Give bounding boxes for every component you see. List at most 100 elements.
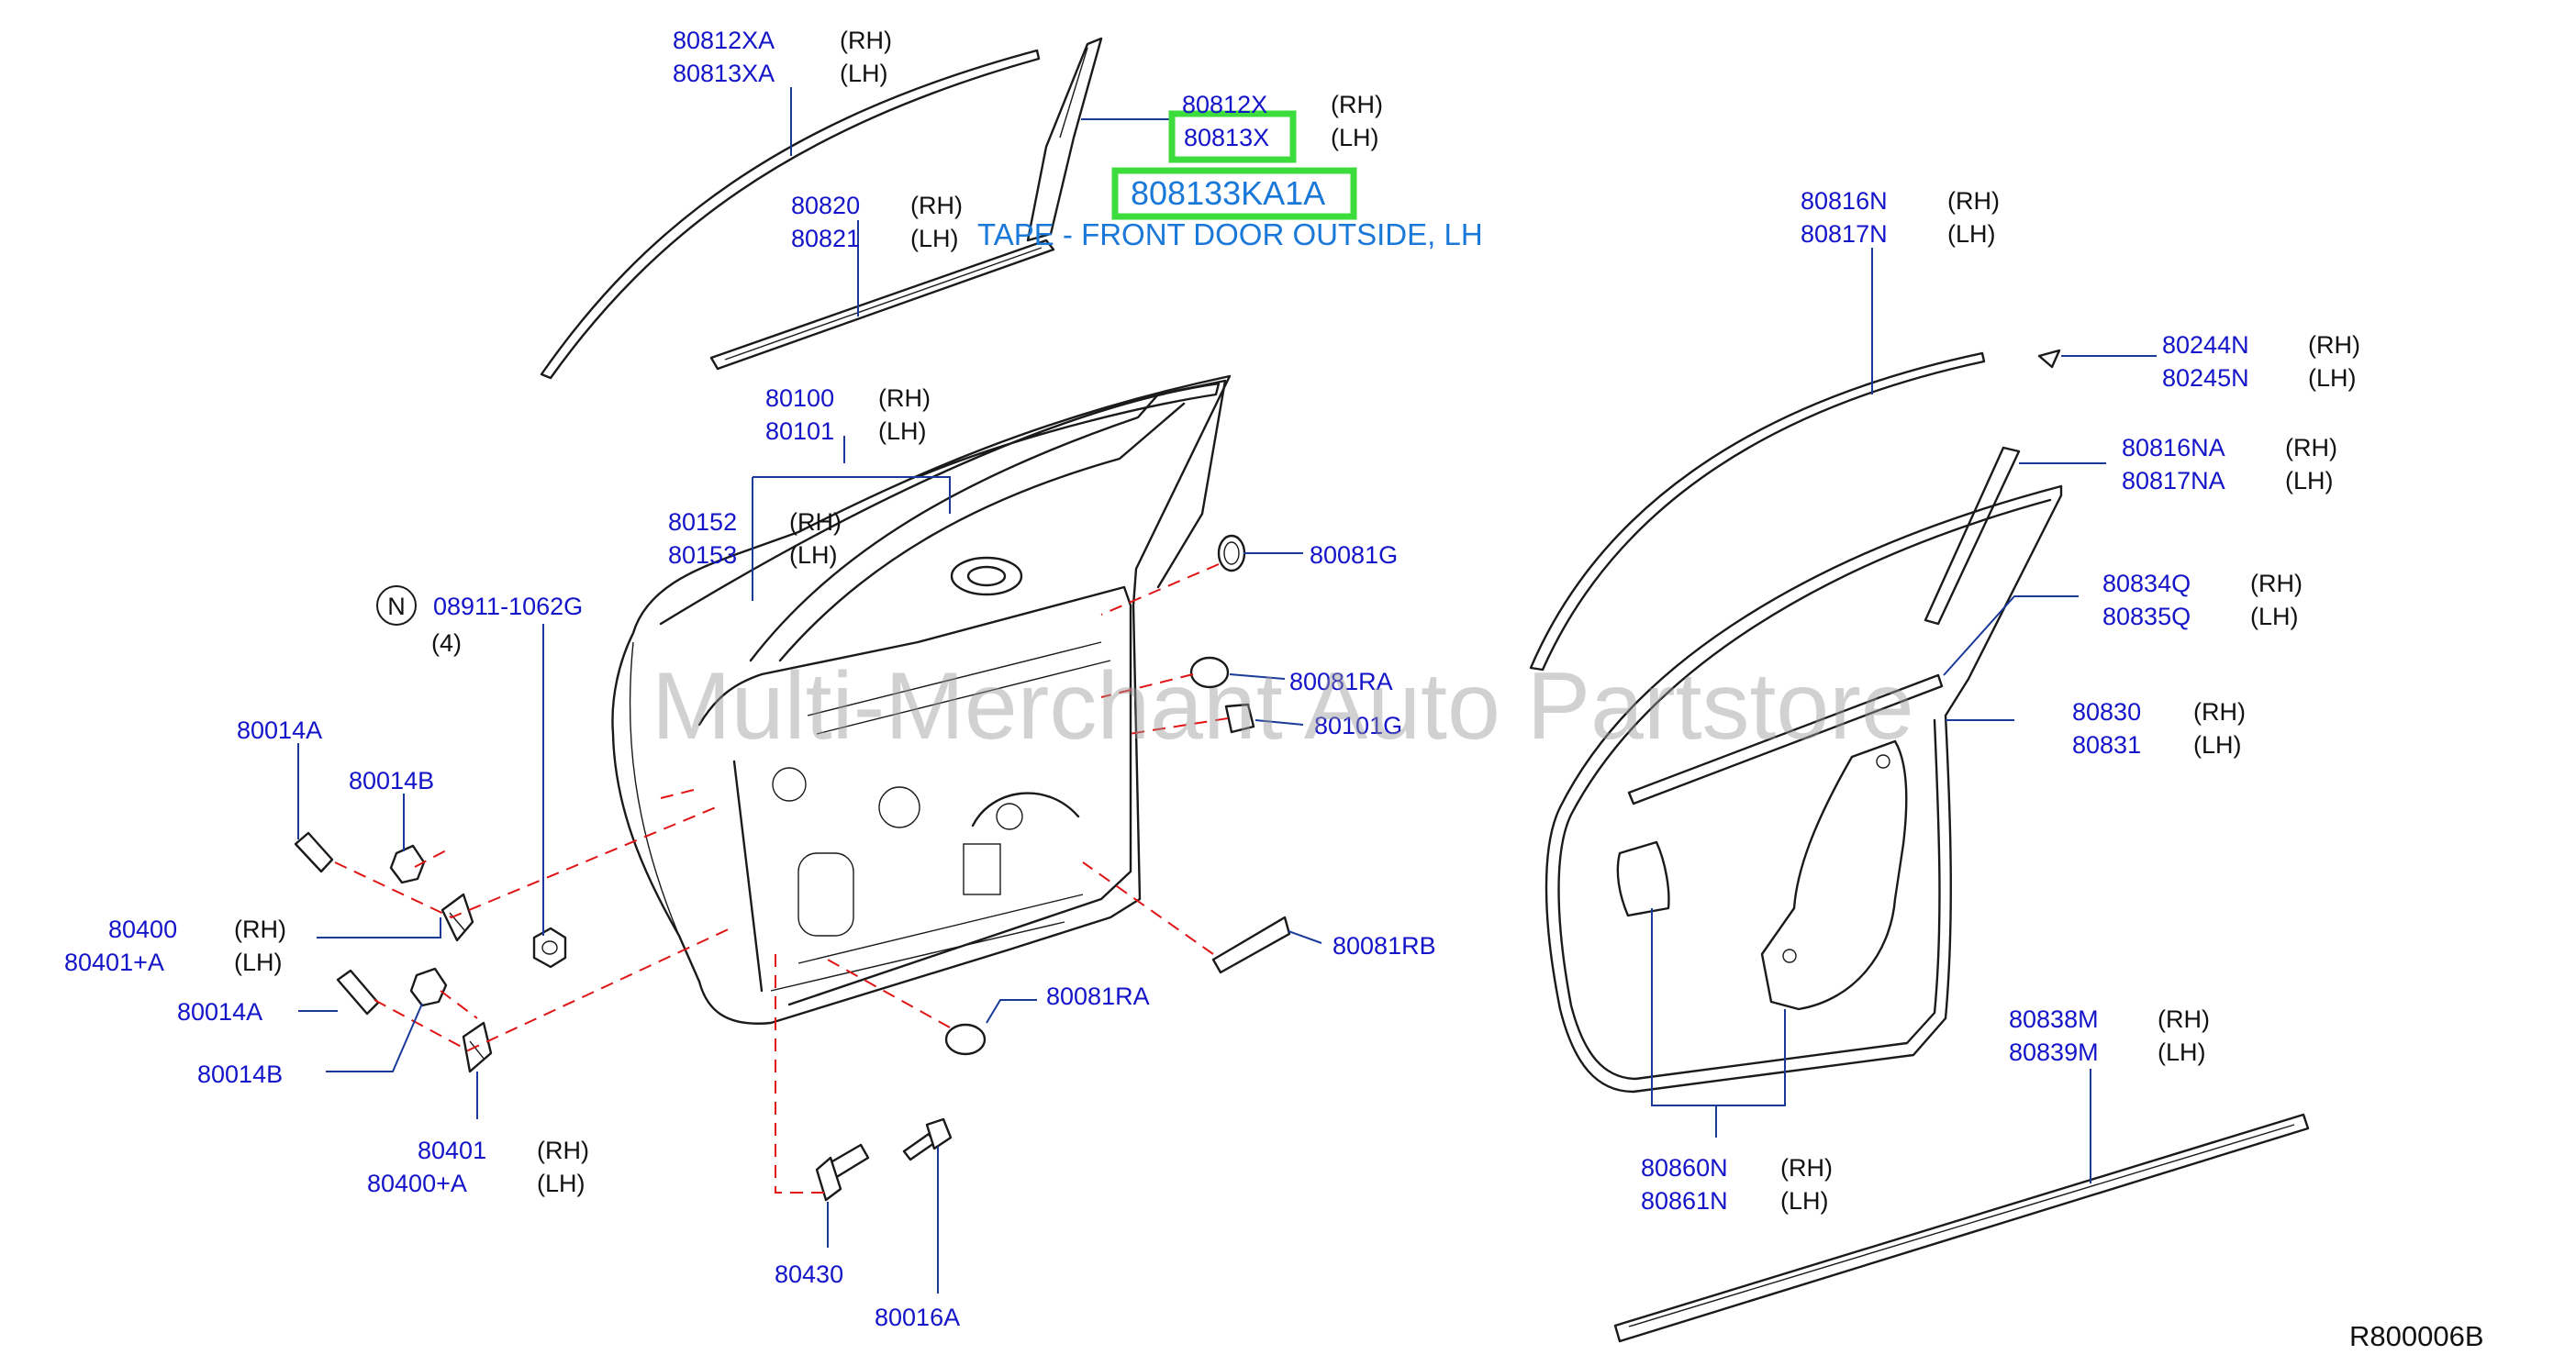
part-number-80839m[interactable]: 80839M [2009,1038,2099,1066]
callout-80016a[interactable]: 80016A [875,1304,960,1331]
part-number-80016a[interactable]: 80016A [875,1304,960,1331]
side-label-80812xa: (RH) [840,27,892,54]
part-number-80830[interactable]: 80830 [2072,698,2141,726]
part-number-80081ra-bot[interactable]: 80081RA [1046,983,1150,1010]
callout-80835q[interactable]: 80835Q(LH) [2102,603,2299,630]
part-number-80816n[interactable]: 80816N [1801,187,1888,215]
side-label-80834q: (RH) [2250,570,2303,597]
part-number-80014a-top[interactable]: 80014A [237,716,322,744]
part-number-80813x[interactable]: 80813X [1184,124,1269,151]
sash-moulding-80816na-part [1924,446,2021,626]
part-number-80860n[interactable]: 80860N [1641,1154,1728,1182]
part-number-80014b-top[interactable]: 80014B [349,767,434,794]
part-number-80835q[interactable]: 80835Q [2102,603,2191,630]
side-label-80152: (RH) [789,508,842,536]
callout-80817n[interactable]: 80817N(LH) [1801,220,1996,248]
callout-80081ra-top[interactable]: 80081RA [1289,668,1393,695]
callout-80014b-top[interactable]: 80014B [349,767,434,794]
callout-80830[interactable]: 80830(RH) [2072,698,2246,726]
part-number-80014b-bot[interactable]: 80014B [197,1061,283,1088]
callout-80816n[interactable]: 80816N(RH) [1801,187,2000,215]
callout-80081rb[interactable]: 80081RB [1333,932,1436,960]
callout-80813xa[interactable]: 80813XA (LH) [673,60,888,87]
callout-80245n[interactable]: 80245N(LH) [2162,364,2357,392]
callout-80401a[interactable]: 80401+A(LH) [64,949,283,976]
part-number-80101g[interactable]: 80101G [1314,712,1402,739]
callout-80821[interactable]: 80821(LH) [791,225,959,252]
part-number-80817n[interactable]: 80817N [1801,220,1888,248]
callout-80400a[interactable]: 80400+A(LH) [367,1170,585,1197]
callout-80430[interactable]: 80430 [775,1260,843,1288]
part-number-80812xa[interactable]: 80812XA [673,27,775,54]
part-number-80834q[interactable]: 80834Q [2102,570,2191,597]
part-number-80014a-bot[interactable]: 80014A [177,998,262,1026]
inner-belt-weatherstrip-part [709,239,1055,371]
part-number-80081rb[interactable]: 80081RB [1333,932,1436,960]
side-label-80812x: (RH) [1331,91,1383,118]
callout-80101[interactable]: 80101(LH) [765,417,927,445]
part-number-80152[interactable]: 80152 [668,508,737,536]
callout-80813x[interactable]: 80813X (LH) [1184,124,1379,151]
callout-80860n[interactable]: 80860N(RH) [1641,1154,1833,1182]
callout-80834q[interactable]: 80834Q (RH) [2102,570,2303,597]
part-number-80400[interactable]: 80400 [108,916,177,943]
side-label-80813x: (LH) [1331,124,1379,151]
side-label-80820: (RH) [910,192,963,219]
callout-80081ra-bot[interactable]: 80081RA [1046,983,1150,1010]
highlight-part-number[interactable]: 808133KA1A [1131,174,1325,212]
part-callouts: 80812XA (RH) 80813XA (LH) 80812X (RH) 80813X (L… [64,27,2360,1331]
circle-n-label: N [387,593,406,620]
callout-80831[interactable]: 80831(LH) [2072,731,2242,759]
part-number-80816na[interactable]: 80816NA [2122,434,2225,461]
callout-80014b-bot[interactable]: 80014B [197,1061,283,1088]
callout-80861n[interactable]: 80861N(LH) [1641,1187,1829,1215]
callout-80014a-top[interactable]: 80014A [237,716,322,744]
part-number-80244n[interactable]: 80244N [2162,331,2249,359]
callout-80400[interactable]: 80400(RH) [108,916,286,943]
part-number-80838m[interactable]: 80838M [2009,1005,2099,1033]
callout-80101g[interactable]: 80101G [1314,712,1402,739]
part-number-80401a[interactable]: 80401+A [64,949,164,976]
door-check-part [815,1143,870,1202]
plug-80081ra-bottom-part [944,1023,987,1056]
part-number-80401[interactable]: 80401 [418,1137,486,1164]
callout-80401[interactable]: 80401(RH) [418,1137,589,1164]
callout-80812xa[interactable]: 80812XA (RH) [673,27,892,54]
sealing-screen-80860n-part [1616,739,1908,1011]
part-number-80081g[interactable]: 80081G [1310,541,1398,569]
channel-80834q-part [1627,673,1944,805]
part-number-80820[interactable]: 80820 [791,192,860,219]
hinge-bolt-upper-part [294,831,426,884]
part-number-80153[interactable]: 80153 [668,541,737,569]
callout-80153[interactable]: 80153(LH) [668,541,838,569]
part-number-80821[interactable]: 80821 [791,225,860,252]
part-number-80831[interactable]: 80831 [2072,731,2141,759]
part-number-80081ra-top[interactable]: 80081RA [1289,668,1393,695]
part-number-08911[interactable]: 08911-1062G [433,593,583,620]
callout-80081g[interactable]: 80081G [1310,541,1398,569]
callout-80817na[interactable]: 80817NA(LH) [2122,467,2334,494]
side-label-80813xa: (LH) [840,60,888,87]
callout-80014a-bot[interactable]: 80014A [177,998,262,1026]
part-number-80100[interactable]: 80100 [765,384,834,412]
callout-80100[interactable]: 80100(RH) [765,384,931,412]
leader-lines [297,87,2157,1294]
part-number-80861n[interactable]: 80861N [1641,1187,1728,1215]
callout-80152[interactable]: 80152 (RH) [668,508,842,536]
callout-80816na[interactable]: 80816NA(RH) [2122,434,2337,461]
part-number-80400a[interactable]: 80400+A [367,1170,467,1197]
part-number-80812x[interactable]: 80812X [1182,91,1267,118]
callout-80820[interactable]: 80820 (RH) [791,192,963,219]
callout-80812x[interactable]: 80812X (RH) [1182,91,1383,118]
part-number-80101[interactable]: 80101 [765,417,834,445]
callout-80244n[interactable]: 80244N(RH) [2162,331,2360,359]
callout-80839m[interactable]: 80839M(LH) [2009,1038,2206,1066]
fastener-note: N (4) [376,585,462,657]
callout-80838m[interactable]: 80838M(RH) [2009,1005,2210,1033]
part-number-80817na[interactable]: 80817NA [2122,467,2225,494]
callout-08911[interactable]: 08911-1062G [433,593,583,620]
part-number-80245n[interactable]: 80245N [2162,364,2249,392]
part-number-80430[interactable]: 80430 [775,1260,843,1288]
part-number-80813xa[interactable]: 80813XA [673,60,775,87]
